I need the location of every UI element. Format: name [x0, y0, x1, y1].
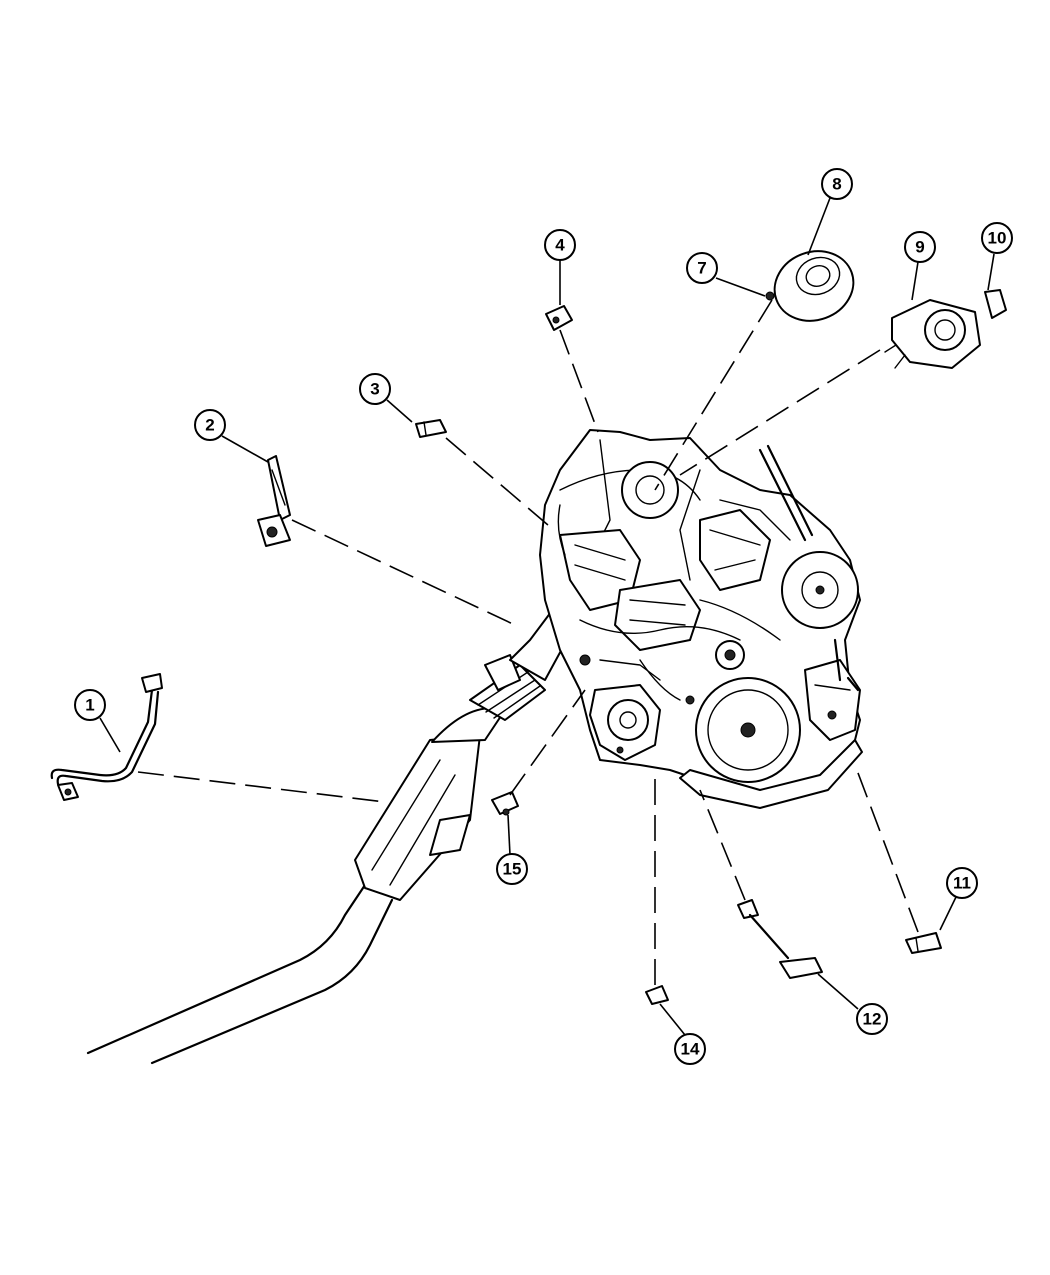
part-10-sensor: [984, 289, 1007, 319]
callout-14: 14: [674, 1033, 706, 1065]
install-leader-lines: [137, 299, 919, 985]
callout-10: 10: [981, 222, 1013, 254]
callout-1: 1: [74, 689, 106, 721]
callout-7: 7: [686, 252, 718, 284]
callout-15: 15: [496, 853, 528, 885]
callout-4: 4: [544, 229, 576, 261]
callout-3-label: 3: [370, 380, 379, 399]
callout-4-label: 4: [555, 236, 565, 255]
callout-leaders: [99, 197, 995, 1036]
engine-assembly: [539, 429, 863, 809]
callout-11: 11: [946, 867, 978, 899]
part-7-fastener: [765, 291, 775, 301]
callout-7-label: 7: [697, 259, 706, 278]
callout-3: 3: [359, 373, 391, 405]
part-14-sensor: [645, 985, 669, 1005]
part-8-seal: [773, 250, 855, 322]
part-9-throttle-body: [884, 299, 981, 369]
part-15-sensor: [491, 791, 519, 816]
callout-8: 8: [821, 168, 853, 200]
callout-2: 2: [194, 409, 226, 441]
part-2-sensor: [257, 455, 291, 547]
callout-9: 9: [904, 231, 936, 263]
part-1-oxygen-sensor-downstream: [50, 673, 163, 801]
callout-11-label: 11: [953, 874, 971, 893]
callout-14-label: 14: [681, 1040, 700, 1059]
callout-12: 12: [856, 1003, 888, 1035]
callout-1-label: 1: [85, 696, 94, 715]
exhaust-system: [86, 599, 576, 1065]
callout-10-label: 10: [988, 229, 1007, 248]
callout-2-label: 2: [205, 416, 214, 435]
callout-15-label: 15: [503, 860, 522, 879]
part-4-sensor: [545, 305, 573, 331]
part-11-sensor: [905, 932, 942, 954]
callout-9-label: 9: [915, 238, 924, 257]
callout-12-label: 12: [863, 1010, 882, 1029]
part-3-sensor: [415, 419, 447, 438]
callout-8-label: 8: [832, 175, 841, 194]
part-12-oxygen-sensor: [737, 899, 823, 979]
